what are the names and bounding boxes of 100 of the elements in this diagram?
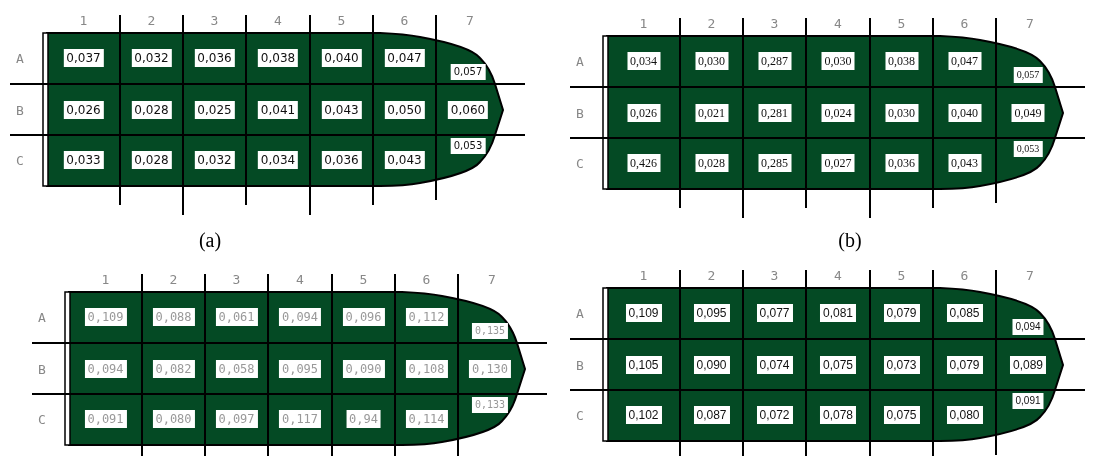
column-number: 3 <box>770 268 779 282</box>
value-label: 0,095 <box>278 360 322 378</box>
row-letter: A <box>576 54 584 68</box>
value-label: 0,133 <box>471 397 509 413</box>
value-label: 0,117 <box>278 410 322 428</box>
column-number: 2 <box>169 272 178 286</box>
column-number: 5 <box>897 16 906 30</box>
value-label: 0,090 <box>342 360 385 378</box>
value-label: 0,130 <box>468 360 512 378</box>
value-label: 0,049 <box>1011 104 1045 122</box>
value-label: 0,091 <box>1012 393 1044 409</box>
column-number: 7 <box>1026 268 1034 282</box>
value-label: 0,032 <box>194 151 235 169</box>
value-label: 0,041 <box>257 101 299 119</box>
value-label: 0,030 <box>885 104 918 122</box>
column-number: 7 <box>488 272 496 286</box>
value-label: 0,080 <box>946 406 983 424</box>
row-letter: A <box>16 51 24 65</box>
column-number: 7 <box>1026 16 1034 30</box>
value-label: 0,030 <box>695 52 728 70</box>
column-number: 5 <box>359 272 368 286</box>
value-label: 0,036 <box>885 154 918 172</box>
value-label: 0,082 <box>152 360 195 378</box>
value-label: 0,095 <box>693 304 730 322</box>
value-label: 0,036 <box>194 49 235 67</box>
value-label: 0,077 <box>756 304 793 322</box>
value-label: 0,060 <box>447 101 489 119</box>
value-label: 0,043 <box>384 151 425 169</box>
panel-caption: (a) <box>198 230 222 250</box>
value-label: 0,079 <box>946 356 983 374</box>
value-label: 0,285 <box>758 154 791 172</box>
row-letter: C <box>38 412 46 426</box>
value-label: 0,025 <box>194 101 235 119</box>
value-label: 0,089 <box>1010 356 1046 374</box>
row-letter: B <box>576 106 584 120</box>
column-number: 3 <box>210 13 219 27</box>
value-label: 0,053 <box>1013 141 1043 157</box>
value-label: 0,094 <box>278 308 322 326</box>
value-label: 0,024 <box>821 104 855 122</box>
value-label: 0,109 <box>84 308 127 326</box>
row-letter: B <box>38 362 46 376</box>
value-label: 0,026 <box>627 104 660 122</box>
panel-caption: (b) <box>838 230 862 250</box>
value-label: 0,026 <box>63 101 104 119</box>
column-number: 5 <box>897 268 906 282</box>
value-label: 0,032 <box>131 49 172 67</box>
value-label: 0,033 <box>63 151 104 169</box>
value-label: 0,097 <box>215 410 258 428</box>
value-label: 0,028 <box>695 154 728 172</box>
value-label: 0,079 <box>883 304 920 322</box>
value-label: 0,105 <box>625 356 662 374</box>
value-label: 0,094 <box>1012 319 1044 335</box>
value-label: 0,094 <box>84 360 127 378</box>
column-number: 1 <box>639 16 648 30</box>
value-label: 0,94 <box>346 410 381 428</box>
row-letter: C <box>16 153 24 167</box>
column-number: 2 <box>147 13 156 27</box>
column-number: 6 <box>960 16 969 30</box>
row-letter: B <box>576 358 584 372</box>
value-label: 0,034 <box>627 52 660 70</box>
value-label: 0,287 <box>758 52 791 70</box>
row-letter: B <box>16 103 24 117</box>
value-label: 0,081 <box>820 304 856 322</box>
value-label: 0,075 <box>820 356 856 374</box>
value-label: 0,078 <box>820 406 856 424</box>
column-number: 7 <box>466 13 474 27</box>
value-label: 0,061 <box>215 308 258 326</box>
value-label: 0,080 <box>152 410 195 428</box>
row-letter: C <box>576 156 584 170</box>
column-number: 4 <box>296 272 304 286</box>
value-label: 0,090 <box>693 356 730 374</box>
value-label: 0,047 <box>948 52 981 70</box>
column-number: 1 <box>79 13 88 27</box>
value-label: 0,426 <box>627 154 660 172</box>
column-number: 2 <box>707 268 716 282</box>
value-label: 0,281 <box>758 104 791 122</box>
value-label: 0,050 <box>384 101 425 119</box>
value-label: 0,028 <box>131 101 172 119</box>
value-label: 0,028 <box>131 151 172 169</box>
value-label: 0,027 <box>821 154 855 172</box>
value-label: 0,034 <box>257 151 299 169</box>
column-number: 4 <box>834 16 842 30</box>
value-label: 0,085 <box>946 304 983 322</box>
column-number: 4 <box>274 13 282 27</box>
value-label: 0,135 <box>471 323 509 339</box>
value-label: 0,057 <box>450 64 486 80</box>
row-letter: C <box>576 408 584 422</box>
value-label: 0,073 <box>883 356 920 374</box>
value-label: 0,036 <box>321 151 362 169</box>
column-number: 1 <box>639 268 648 282</box>
value-label: 0,030 <box>821 52 855 70</box>
value-label: 0,043 <box>948 154 981 172</box>
column-number: 6 <box>960 268 969 282</box>
value-label: 0,096 <box>342 308 385 326</box>
value-label: 0,087 <box>693 406 730 424</box>
column-number: 6 <box>422 272 431 286</box>
value-label: 0,075 <box>883 406 920 424</box>
value-label: 0,112 <box>405 308 448 326</box>
value-label: 0,053 <box>450 138 486 154</box>
row-letter: A <box>38 310 46 324</box>
